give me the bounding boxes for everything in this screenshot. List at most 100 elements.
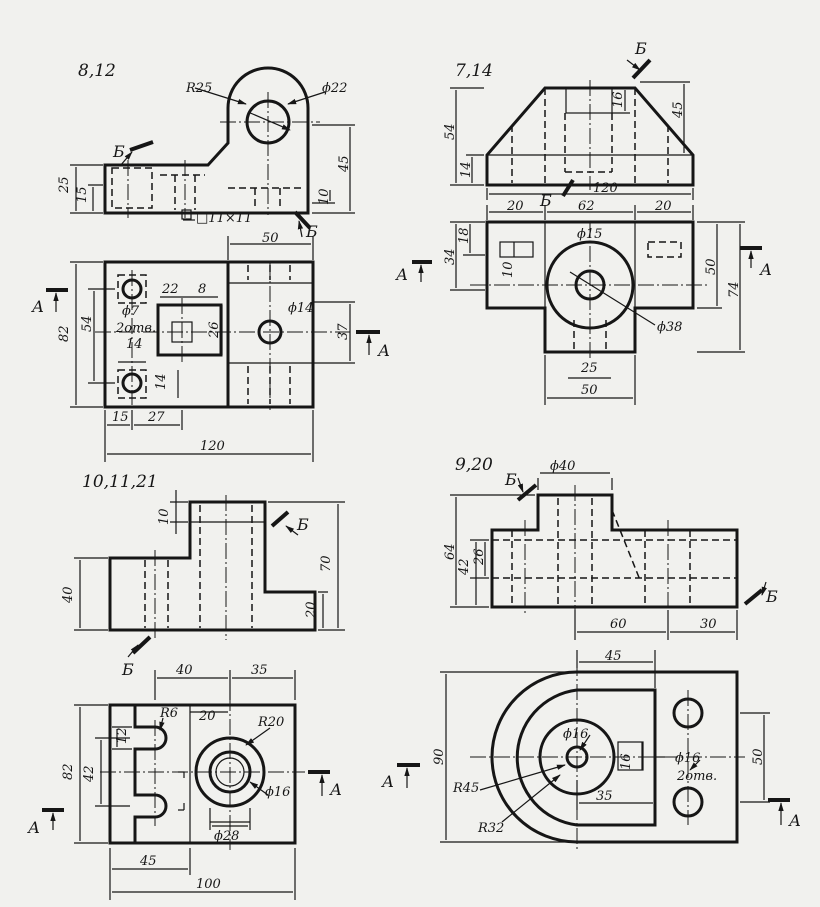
dim-r6: R6 (159, 706, 178, 721)
dim-26: 26 (207, 321, 222, 339)
drawing-9-20: 9,20 ϕ40 64 42 26 60 30 Б Б (381, 455, 801, 850)
dim-35: 35 (596, 789, 613, 804)
top-view (95, 260, 350, 410)
dim-120: 120 (200, 439, 225, 454)
section-marker-b: Б Б (504, 470, 778, 606)
dim-10: 10 (317, 188, 332, 205)
drawing-number: 9,20 (455, 455, 493, 475)
section-letter-b2: Б (121, 660, 134, 679)
dim-50: 50 (704, 258, 719, 275)
dim-p28: ϕ28 (214, 829, 239, 844)
section-letter-b2: Б (539, 191, 552, 210)
dim-r25: R25 (185, 81, 212, 96)
drawing-7-14: 7,14 54 14 16 45 120 Б Б (395, 39, 772, 405)
dim-12: 12 (115, 727, 130, 744)
dim-p15: ϕ15 (577, 227, 602, 242)
top-dimensions (70, 236, 355, 462)
dim-82: 82 (61, 763, 76, 780)
drawing-number: 7,14 (455, 61, 493, 81)
dim-74: 74 (727, 281, 742, 298)
holes-note: 2отв. (115, 321, 156, 336)
dim-p38: ϕ38 (657, 320, 682, 335)
front-view (490, 485, 739, 615)
dim-22: 22 (161, 282, 179, 297)
section-letter-a: А (381, 772, 394, 791)
dim-p16b: ϕ16 (675, 751, 700, 766)
dim-25: 25 (57, 176, 72, 194)
dim-16: 16 (611, 91, 626, 108)
dim-40b: 40 (175, 663, 193, 678)
dim-62: 62 (578, 199, 595, 214)
section-letter-b: Б (296, 515, 309, 534)
dim-p7: ϕ7 (122, 304, 140, 319)
dim-100: 100 (196, 877, 221, 892)
section-marker-a: А А (381, 763, 801, 830)
dim-60: 60 (610, 617, 627, 632)
dim-r45: R45 (452, 781, 479, 796)
drawing-number: 10,11,21 (82, 472, 158, 492)
dim-10: 10 (501, 261, 516, 278)
dim-27: 27 (147, 410, 165, 425)
dim-70: 70 (319, 555, 334, 572)
top-view (470, 220, 710, 360)
section-letter-b: Б (504, 470, 517, 489)
section-marker-b: Б Б (121, 510, 309, 679)
dim-54: 54 (443, 123, 458, 140)
dim-50: 50 (751, 748, 766, 765)
dim-37: 37 (336, 323, 351, 340)
section-letter-b: Б (634, 39, 647, 58)
dim-50: 50 (262, 231, 279, 246)
dim-r32: R32 (477, 821, 504, 836)
dim-20a: 20 (304, 601, 319, 619)
dim-d22: ϕ22 (322, 81, 347, 96)
dim-10: 10 (157, 508, 172, 525)
section-marker-b: Б Б (539, 39, 652, 210)
section-letter-a2: А (759, 260, 772, 279)
dim-18: 18 (457, 227, 472, 244)
dim-square: □11×11 (196, 211, 252, 226)
top-dimensions (440, 650, 770, 843)
section-letter-a: А (31, 297, 44, 316)
section-marker-a: А А (395, 246, 772, 284)
top-dimensions (74, 670, 296, 900)
dim-40: 40 (61, 586, 76, 604)
dim-64: 64 (443, 543, 458, 560)
dim-42: 42 (457, 558, 472, 576)
front-dimensions (450, 81, 694, 200)
dim-35: 35 (251, 663, 268, 678)
dim-p40: ϕ40 (550, 459, 575, 474)
dim-42: 42 (82, 765, 97, 783)
drawing-8-12: 8,12 R25 ϕ22 25 15 45 10 □11×11 (31, 61, 390, 462)
front-view (103, 66, 320, 220)
front-view (485, 80, 695, 190)
dim-14b: 14 (154, 373, 169, 390)
dim-p16: ϕ16 (265, 785, 290, 800)
front-dimensions (450, 472, 738, 640)
holes-note: 2отв. (676, 769, 717, 784)
top-view (470, 660, 745, 850)
section-letter-b: Б (112, 142, 125, 161)
dim-15b: 15 (112, 410, 129, 425)
dim-14: 14 (459, 161, 474, 178)
dim-54: 54 (80, 315, 95, 332)
section-letter-a: А (27, 818, 40, 837)
dim-16: 16 (619, 753, 634, 770)
dim-45: 45 (671, 101, 686, 119)
dim-8: 8 (198, 282, 206, 297)
section-marker-b: Б Б (112, 140, 318, 241)
section-marker-a: А А (31, 288, 390, 360)
drawing-number: 8,12 (78, 61, 116, 81)
dim-50b: 50 (581, 383, 598, 398)
dim-45: 45 (604, 649, 622, 664)
dim-p16a: ϕ16 (563, 727, 588, 742)
front-dimensions (70, 87, 355, 221)
section-letter-a2: А (329, 780, 342, 799)
dim-20b: 20 (654, 199, 672, 214)
section-letter-b2: Б (765, 587, 778, 606)
dim-25: 25 (580, 361, 598, 376)
dim-90: 90 (432, 748, 447, 765)
drawing-10-11-21: 10,11,21 10 40 70 20 Б Б (27, 472, 345, 900)
dim-p14: ϕ14 (288, 301, 313, 316)
dim-120: 120 (593, 181, 618, 196)
